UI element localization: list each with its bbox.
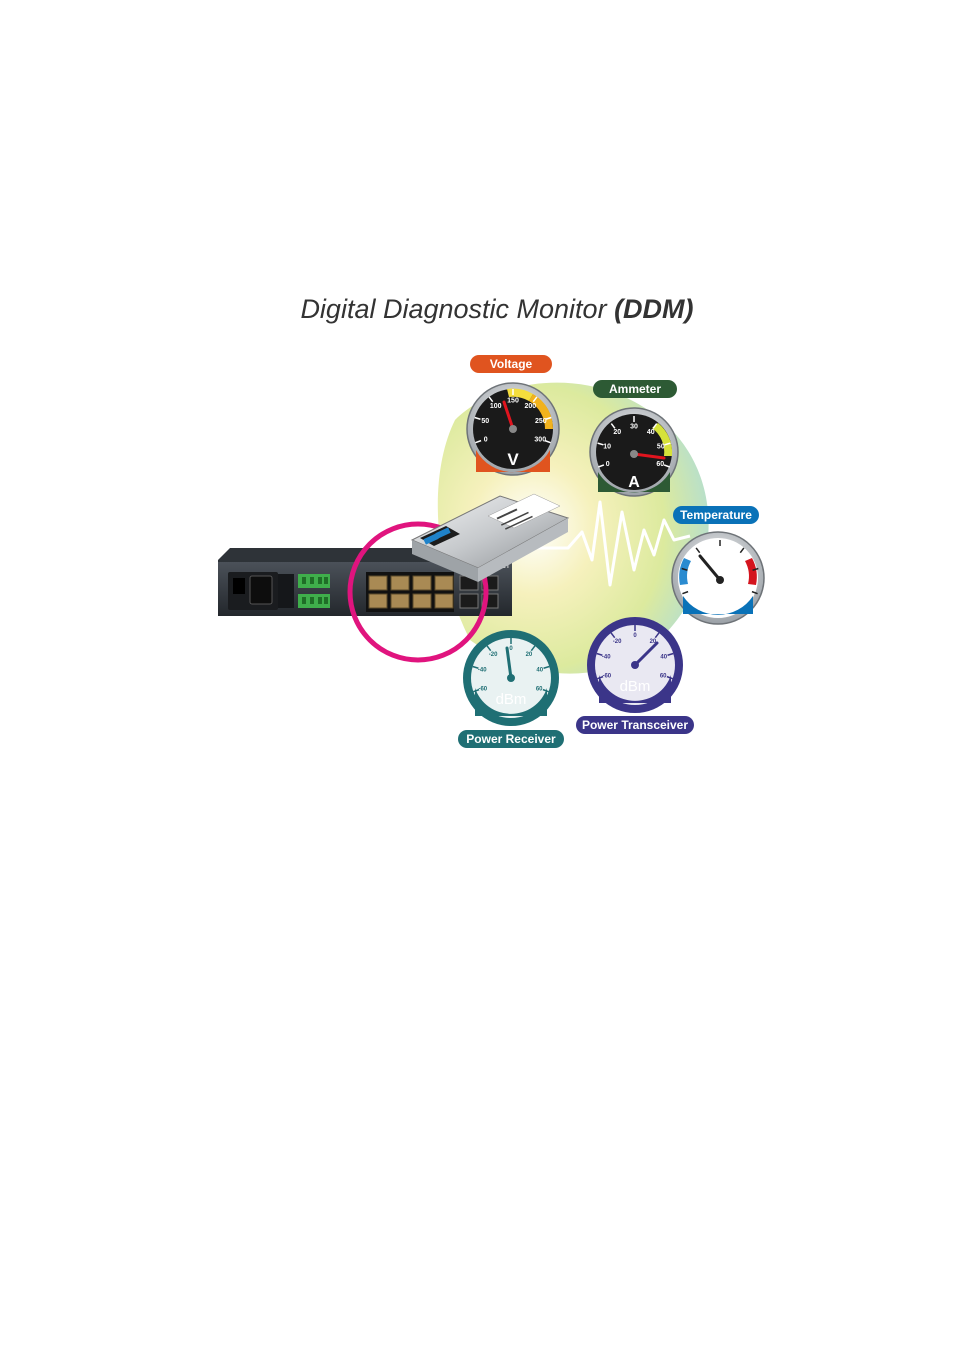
dial-tick — [598, 464, 605, 468]
dial-tick — [532, 396, 538, 403]
dial-tick-label: 60 — [536, 686, 543, 692]
ammeter-label: Ammeter — [593, 380, 677, 398]
dial-tick-label: 60 — [660, 673, 667, 679]
dial-tick-label: -60 — [602, 673, 611, 679]
port-highlight-ring — [347, 521, 489, 663]
dial-tick — [751, 590, 758, 595]
dial-tick-label: 150 — [507, 397, 519, 404]
signal-wave — [470, 500, 691, 587]
dial-tick — [681, 567, 688, 571]
dial-tick — [667, 652, 674, 656]
dial-tick-label: 0 — [606, 461, 610, 468]
receiver-needle — [505, 646, 513, 680]
dial-tick — [544, 439, 551, 444]
dial-tick — [472, 665, 479, 669]
title-main: Digital Diagnostic Monitor — [300, 294, 615, 324]
transceiver-gauge: dBm -60 -40 -20 0 20 40 60 — [587, 617, 683, 713]
dial-tick-label: 200 — [524, 403, 536, 410]
dial-tick — [663, 464, 670, 468]
title-abbr: (DDM) — [614, 294, 694, 324]
dial-tick — [666, 675, 673, 680]
temperature-label: Temperature — [673, 506, 759, 524]
dial-tick — [596, 652, 603, 656]
dial-tick-label: 50 — [657, 443, 665, 450]
dial-tick-label: -20 — [613, 639, 622, 645]
dial-tick — [474, 416, 481, 420]
dial-tick — [654, 632, 660, 639]
transceiver-label: Power Transceiver — [576, 716, 694, 734]
transceiver-unit: dBm — [620, 678, 651, 695]
dial-tick-label: 250 — [535, 418, 547, 425]
diagram-title: Digital Diagnostic Monitor (DDM) — [0, 294, 954, 325]
dial-tick — [610, 423, 616, 429]
voltage-gauge: V 0 50 100 150 200 250 300 — [466, 382, 560, 476]
dial-tick-label: 300 — [534, 436, 546, 443]
dial-tick — [530, 645, 536, 652]
receiver-gauge: dBm -60 -40 -20 0 20 40 60 — [463, 630, 559, 726]
dial-tick-label: 0 — [509, 646, 513, 652]
dial-tick-label: -20 — [489, 652, 498, 658]
dial-tick — [473, 688, 480, 693]
dial-tick-label: -40 — [478, 667, 487, 673]
dial-tick-label: 100 — [490, 403, 502, 410]
dial-tick-label: 20 — [613, 429, 621, 436]
ammeter-unit: A — [628, 474, 640, 491]
dial-tick-label: 40 — [647, 429, 655, 436]
dial-tick — [752, 567, 759, 571]
voltage-needle — [502, 400, 515, 431]
dial-tick-label: 0 — [484, 436, 488, 443]
voltage-label: Voltage — [470, 355, 552, 373]
dial-tick-label: 40 — [660, 654, 667, 660]
temperature-needle — [698, 554, 722, 582]
dial-tick-label: -40 — [602, 654, 611, 660]
dial-tick — [542, 688, 549, 693]
dial-tick-label: 20 — [526, 652, 533, 658]
dial-tick — [682, 590, 689, 595]
dial-tick-label: 60 — [656, 461, 664, 468]
dial-tick — [488, 396, 494, 403]
sfp-port-grid — [366, 572, 454, 612]
dial-tick — [475, 439, 482, 444]
dial-tick-label: 50 — [481, 418, 489, 425]
dial-tick — [739, 547, 745, 554]
voltage-unit: V — [507, 450, 519, 469]
temperature-unit: °C — [709, 599, 727, 616]
dial-tick-label: 0 — [633, 633, 637, 639]
temperature-gauge: °C — [671, 531, 765, 625]
dial-tick-label: 40 — [536, 667, 543, 673]
dial-tick — [486, 645, 492, 652]
dial-tick-label: 30 — [630, 423, 638, 430]
sfp-module — [410, 493, 570, 582]
dial-tick — [652, 423, 658, 429]
dial-tick — [664, 442, 671, 446]
dial-tick — [545, 416, 552, 420]
dial-tick-label: 10 — [603, 443, 611, 450]
dial-tick — [695, 547, 701, 554]
dial-tick — [610, 632, 616, 639]
dial-tick-label: 20 — [650, 639, 657, 645]
receiver-label: Power Receiver — [458, 730, 564, 748]
dial-tick-label: -60 — [478, 686, 487, 692]
dial-tick — [597, 442, 604, 446]
transceiver-needle — [633, 641, 659, 667]
receiver-unit: dBm — [496, 691, 527, 708]
dial-tick — [543, 665, 550, 669]
dial-tick — [597, 675, 604, 680]
ammeter-needle — [632, 452, 666, 460]
